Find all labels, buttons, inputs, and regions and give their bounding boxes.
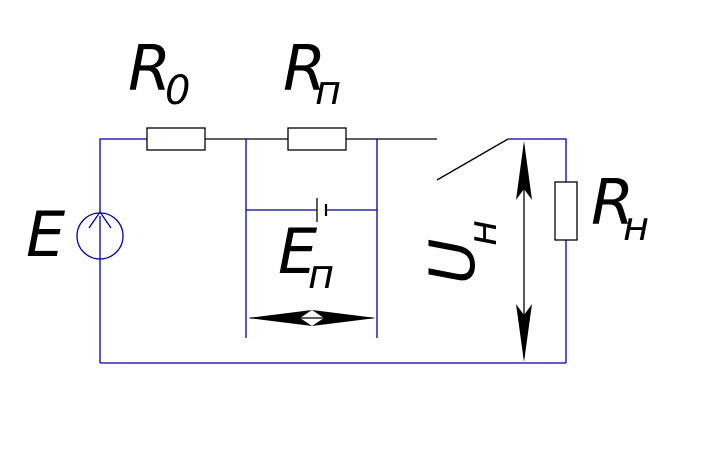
label-uh-sub: н: [460, 220, 506, 246]
wires: [99, 138, 567, 364]
label-ep-main: E: [278, 215, 318, 288]
resistor-rh: [554, 181, 578, 241]
label-rh-main: R: [591, 166, 634, 239]
uh-voltage-arrow: [516, 141, 532, 362]
label-rp: R п: [283, 32, 341, 114]
label-rh: R н: [591, 166, 649, 250]
voltage-source-icon: [76, 210, 124, 260]
label-ep: E п: [278, 215, 334, 298]
label-uh: U н: [416, 220, 506, 284]
label-source-e: E: [26, 198, 66, 271]
label-r0: R 0: [128, 32, 190, 114]
label-r0-main: R: [128, 32, 171, 105]
label-rp-main: R: [283, 32, 326, 105]
ep-dimension-arrow: [248, 310, 376, 326]
label-r0-sub: 0: [165, 68, 190, 114]
label-rp-sub: п: [315, 68, 341, 114]
resistor-r0: [146, 127, 206, 151]
wire-left-top: [99, 138, 147, 220]
resistor-rp: [287, 127, 347, 151]
switch-blade: [436, 138, 509, 181]
label-ep-sub: п: [308, 252, 334, 298]
wire-load-top: [508, 138, 567, 182]
label-uh-main: U: [416, 239, 489, 284]
battery-ep-icon: [316, 198, 328, 222]
label-rh-sub: н: [623, 204, 649, 250]
